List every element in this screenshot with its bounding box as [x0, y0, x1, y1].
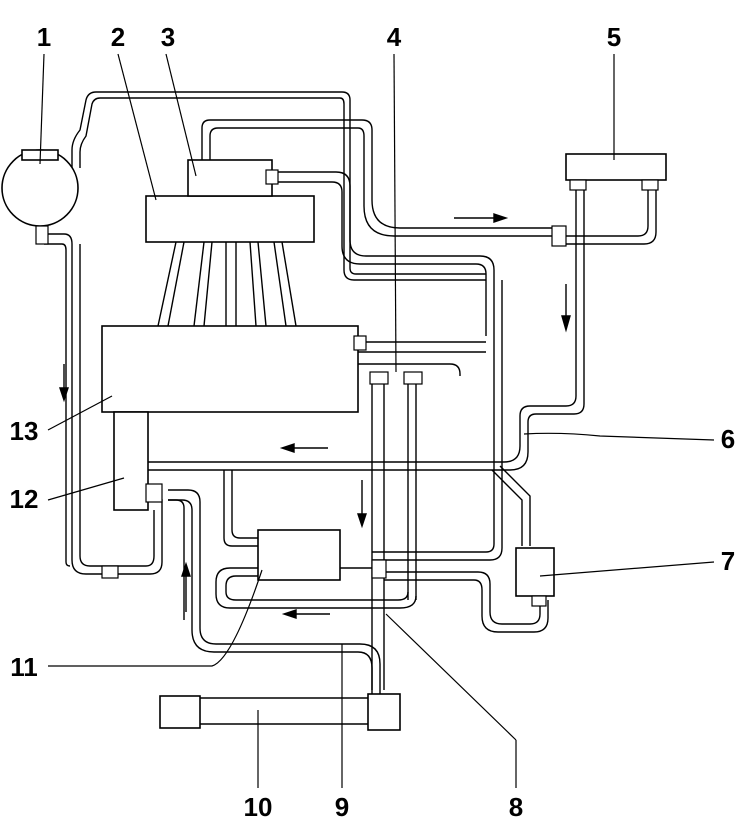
auxiliary-pump: [515, 547, 555, 597]
flow-arrow-up-icon: [181, 561, 191, 612]
flow-arrow-down-icon: [561, 284, 571, 333]
components: [1, 149, 667, 731]
callout-1: 1: [37, 22, 51, 52]
radiator-hoses: [157, 241, 297, 327]
callout-7: 7: [721, 546, 735, 576]
flow-arrow-left-icon: [279, 443, 328, 453]
callout-6: 6: [721, 424, 735, 454]
flow-arrow-down-icon: [357, 480, 367, 529]
callout-labels: 1 2 3 4 5 6 7 8 9 10 11 12 13: [10, 22, 736, 822]
leader-lines: [39, 53, 715, 788]
heater-core-left: [159, 695, 201, 729]
flow-arrow-right-icon: [454, 213, 509, 223]
callout-8: 8: [509, 792, 523, 822]
hoses: [44, 91, 657, 725]
radiator: [565, 153, 667, 181]
flow-arrow-left-icon: [281, 609, 330, 619]
callout-11: 11: [10, 652, 38, 682]
callout-4: 4: [387, 22, 402, 52]
callout-13: 13: [10, 416, 39, 446]
flow-arrows: [59, 213, 571, 619]
heat-exchanger: [145, 195, 315, 243]
oil-cooler: [113, 411, 149, 511]
flow-arrow-down-icon: [59, 364, 69, 403]
callout-3: 3: [161, 22, 175, 52]
callout-10: 10: [244, 792, 273, 822]
heater-core-right: [367, 693, 401, 731]
callout-5: 5: [607, 22, 621, 52]
coolant-pump: [257, 529, 341, 581]
control-valve: [187, 159, 273, 197]
callout-9: 9: [335, 792, 349, 822]
callout-2: 2: [111, 22, 125, 52]
callout-12: 12: [10, 484, 39, 514]
engine-block: [101, 325, 359, 413]
